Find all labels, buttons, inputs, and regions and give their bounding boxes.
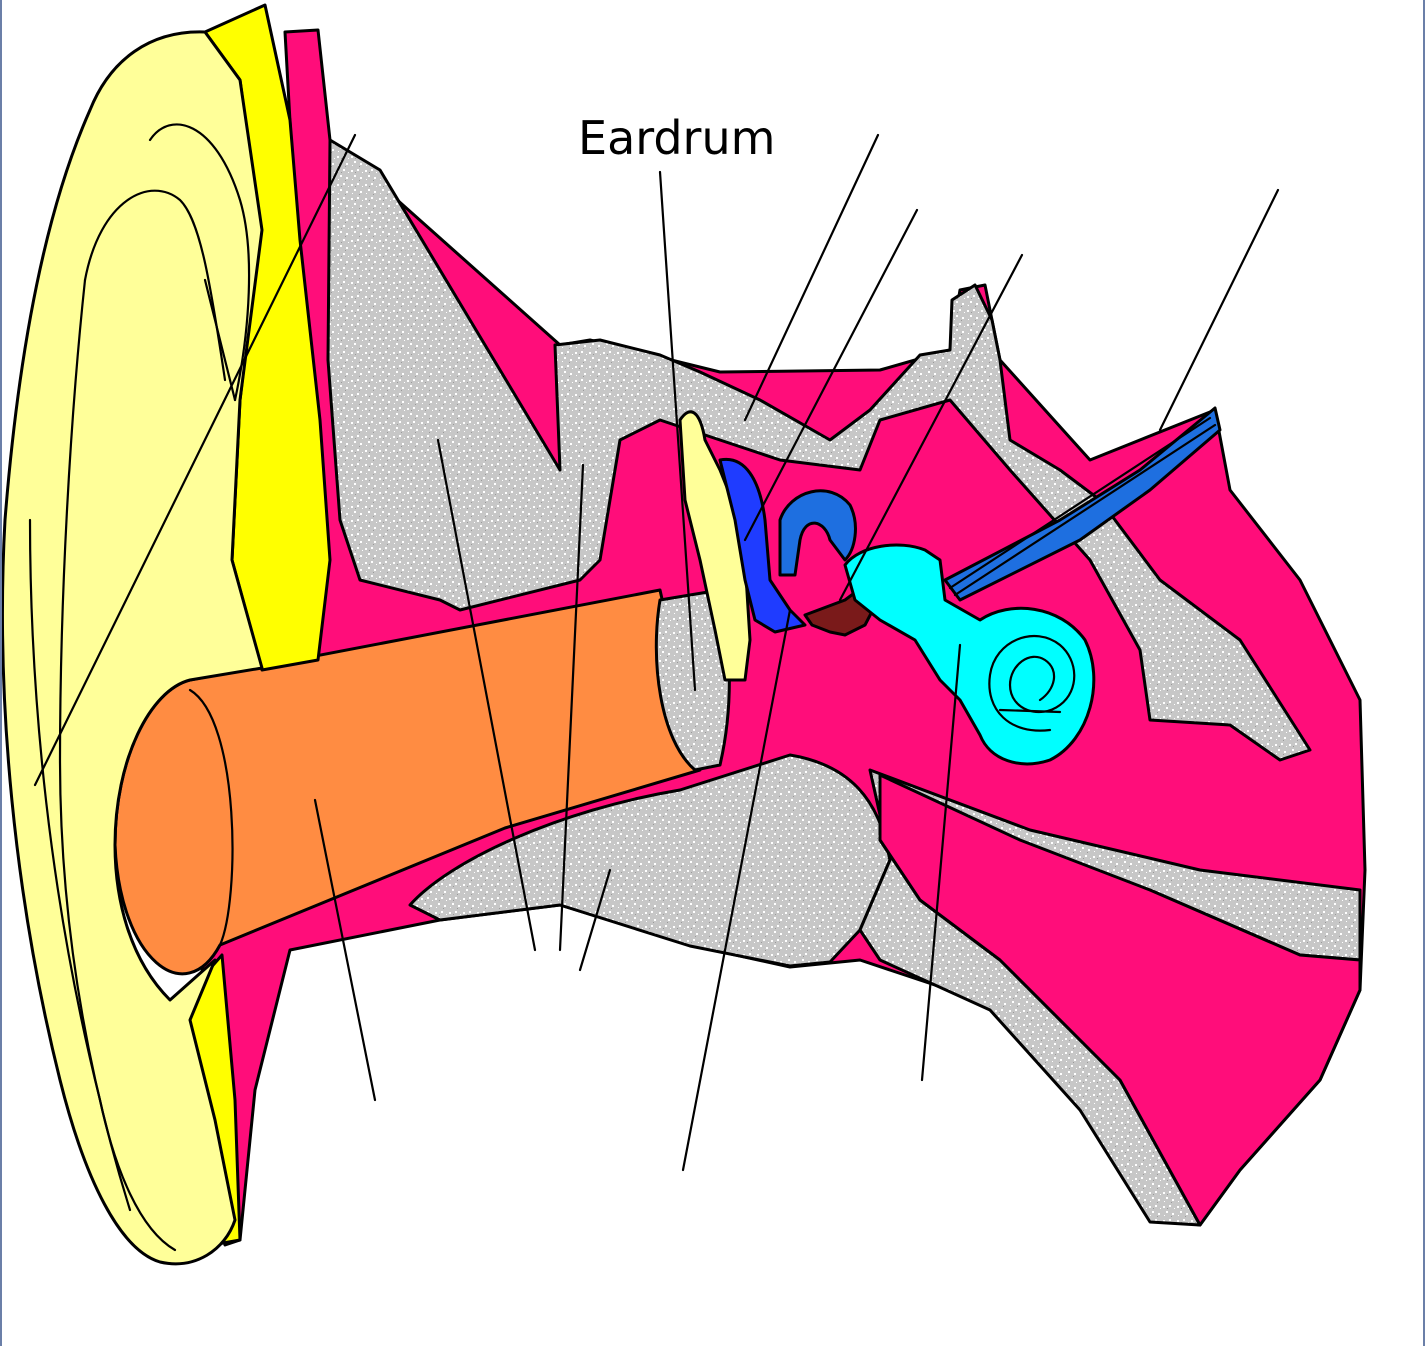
pinna (0, 30, 264, 1266)
frame-right-edge (1423, 0, 1425, 1346)
leader-line-eardrum (658, 170, 697, 692)
pinna-fold-antihelix (83, 189, 227, 382)
cochlea-spiral (988, 635, 1076, 732)
auditory-nerve (943, 406, 1222, 602)
auditory-nerve-fiber-2 (953, 423, 1217, 597)
leader-line-pinna (33, 133, 357, 787)
label-eardrum: Eardrum (578, 111, 775, 165)
cochlea-inner-line (998, 708, 1062, 714)
leader-line-stapes (838, 253, 1024, 602)
leader-line-incus (743, 208, 919, 542)
leader-line-cochlea (920, 643, 962, 1082)
leader-line-nerve (1158, 188, 1280, 432)
ear-canal-opening-line (188, 688, 234, 947)
pinna-fold-helix (148, 123, 251, 402)
pinna-fold-lobe (28, 518, 177, 1252)
temporal-bone-upper (326, 138, 1312, 762)
leader-line-ear-canal (313, 798, 377, 1102)
vestibule-cochlea (843, 543, 1096, 766)
leader-line-malleus (743, 133, 880, 422)
leader-line-eustachian (681, 608, 792, 1172)
leader-line-bone-2 (558, 463, 585, 952)
leader-line-bone-1 (436, 438, 537, 952)
auditory-nerve-fiber-1 (948, 416, 1212, 590)
leader-lines (33, 133, 1280, 1172)
leader-line-bone-3 (578, 868, 612, 972)
eardrum (678, 410, 752, 682)
semicircular-canal (778, 489, 857, 577)
lower-tissue-wedge (878, 773, 1362, 1227)
ossicle-malleus (718, 457, 807, 634)
frame-left-edge (0, 0, 2, 1346)
